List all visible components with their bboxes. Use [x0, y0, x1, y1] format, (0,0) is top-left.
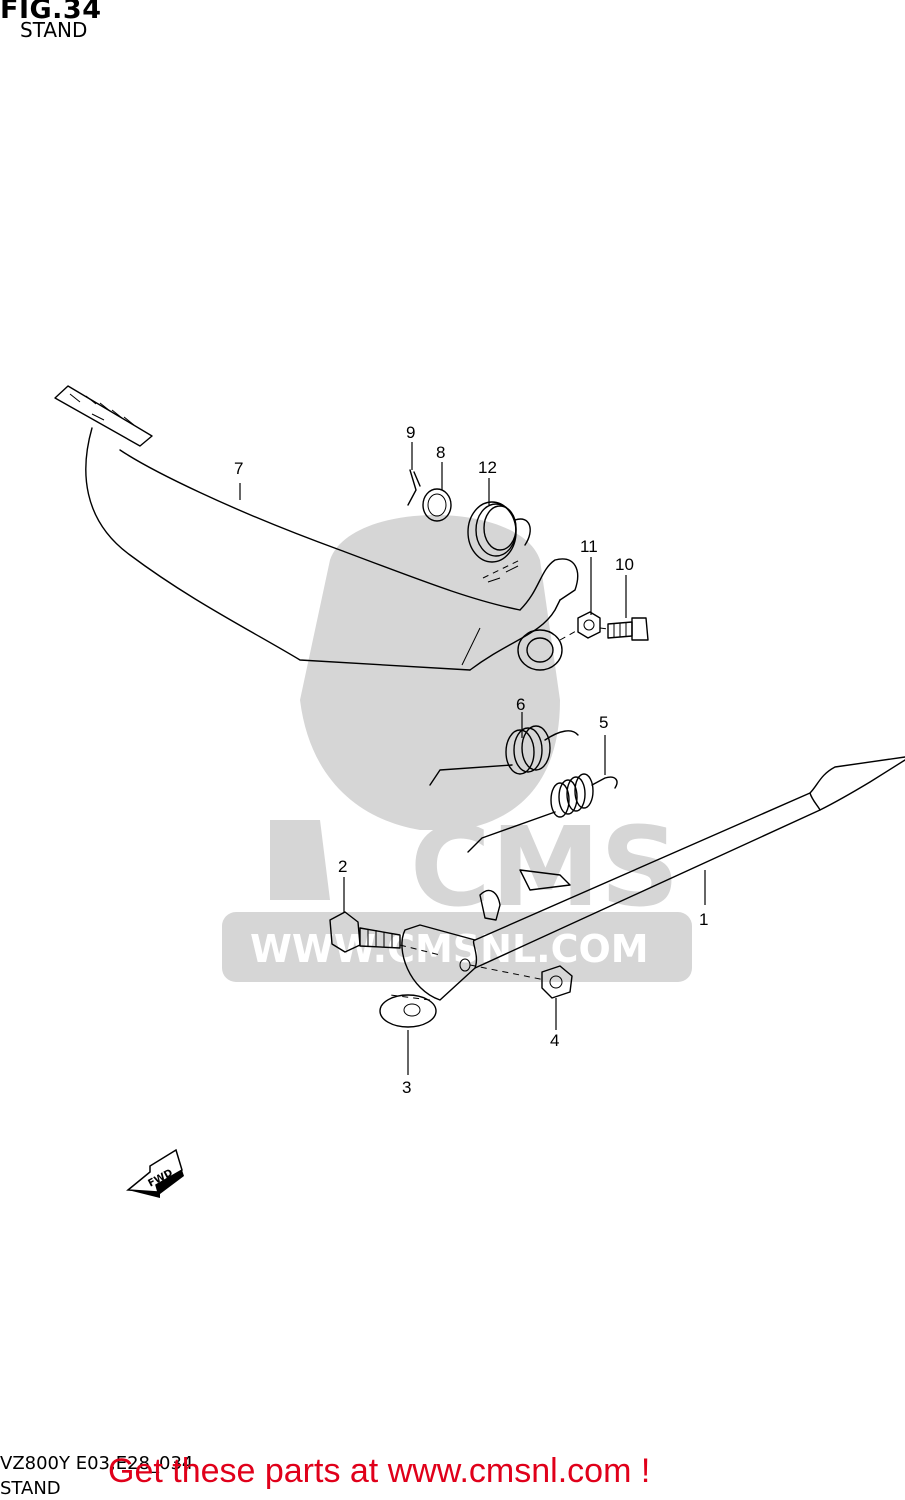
callout-9: 9	[406, 423, 415, 442]
leader-lines	[239, 442, 706, 1075]
callout-12: 12	[478, 458, 497, 477]
watermark-url: WWW.CMSNL.COM	[250, 927, 649, 971]
callout-3: 3	[402, 1078, 411, 1097]
part-5-spring[interactable]	[467, 773, 618, 853]
watermark-url-bar	[222, 912, 692, 982]
figure-title: FIG.34	[0, 0, 102, 25]
model-subtitle: STAND	[0, 1478, 61, 1499]
part-7-brake-pedal[interactable]	[54, 385, 579, 671]
part-2-pivot-bolt[interactable]	[329, 911, 401, 953]
part-9-cotter-pin[interactable]	[407, 469, 421, 506]
callout-2: 2	[338, 857, 347, 876]
callout-7: 7	[234, 459, 243, 478]
part-8-washer-inner	[427, 493, 447, 517]
callout-11: 11	[580, 537, 598, 556]
part-3-washer[interactable]	[379, 994, 437, 1028]
shop-banner-link[interactable]: Get these parts at www.cmsnl.com !	[108, 1452, 651, 1490]
callout-4: 4	[550, 1031, 559, 1050]
callout-1: 1	[699, 910, 708, 929]
callout-10: 10	[615, 555, 634, 574]
watermark-logo: CMS	[410, 803, 679, 931]
part-4-nut[interactable]	[541, 965, 573, 999]
callout-6: 6	[516, 695, 525, 714]
fwd-direction-arrow: FWD	[126, 1148, 184, 1198]
part-12-return-spring[interactable]	[467, 501, 531, 563]
figure-subtitle: STAND	[20, 18, 88, 42]
callout-8: 8	[436, 443, 445, 462]
part-6-spring[interactable]	[429, 725, 579, 786]
watermark-mascot	[270, 515, 560, 900]
part-11-nut[interactable]	[577, 611, 601, 639]
watermark: CMS WWW.CMSNL.COM	[222, 515, 692, 982]
callout-numbers: 1 2 3 4 5 6 7 8 9 10 11 12	[234, 423, 708, 1097]
callout-5: 5	[599, 713, 608, 732]
part-8-washer[interactable]	[422, 488, 452, 522]
part-10-bolt[interactable]	[607, 617, 649, 641]
model-code: VZ800Y E03,E28_034	[0, 1453, 194, 1474]
part-1-side-stand[interactable]	[401, 756, 905, 1001]
